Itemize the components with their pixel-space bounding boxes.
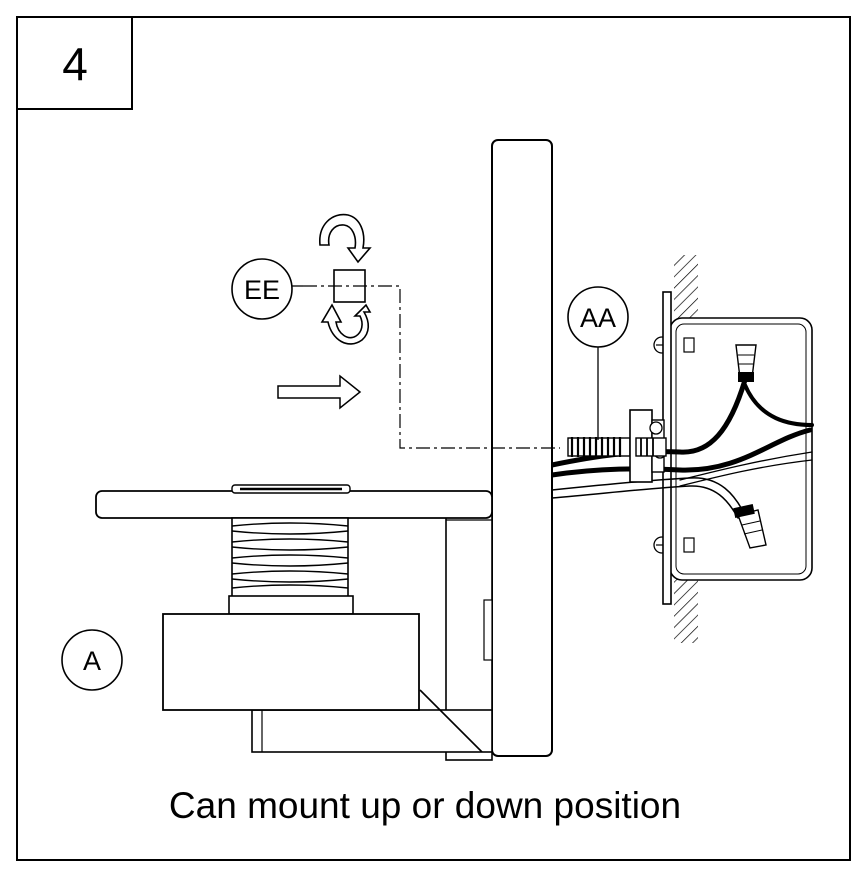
wires bbox=[549, 377, 814, 519]
panel-frame bbox=[16, 16, 851, 861]
junction-box bbox=[653, 317, 813, 581]
assembly-centerline bbox=[303, 285, 560, 449]
mounting-screw bbox=[567, 409, 667, 483]
callout-label-aa: AA bbox=[580, 303, 616, 333]
rotate-clockwise-icon bbox=[319, 213, 372, 345]
step-number-box: 4 bbox=[16, 16, 133, 110]
callout-label-a: A bbox=[83, 646, 101, 676]
wire-nut-bottom bbox=[733, 504, 767, 549]
step-number: 4 bbox=[62, 38, 88, 90]
callout-a: A bbox=[61, 629, 123, 691]
callout-label-ee: EE bbox=[244, 275, 280, 305]
wire-nut-top bbox=[735, 344, 757, 382]
callout-aa: AA bbox=[567, 286, 629, 348]
callout-ee: EE bbox=[231, 258, 293, 320]
fixture-body bbox=[95, 484, 493, 761]
thread-rings bbox=[231, 522, 349, 589]
push-direction-arrow-icon bbox=[277, 374, 362, 410]
caption: Can mount up or down position bbox=[169, 785, 681, 826]
